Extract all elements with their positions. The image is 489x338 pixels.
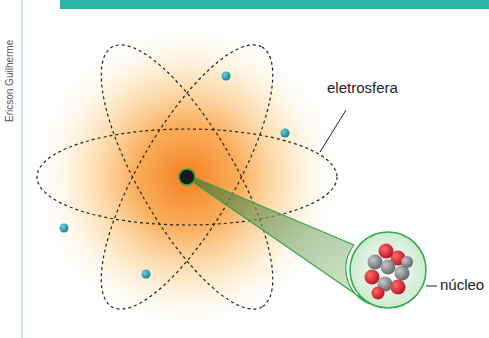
orbits xyxy=(37,23,337,331)
leader-line xyxy=(320,110,346,152)
part-label: núcleo xyxy=(440,277,484,294)
zoom-cone xyxy=(181,172,370,304)
zoom-circle xyxy=(350,232,426,308)
margin-rule xyxy=(22,0,23,338)
leader-line xyxy=(426,286,437,287)
nucleons xyxy=(365,244,414,300)
part-label: eletrosfera xyxy=(327,80,398,97)
electron-cloud xyxy=(37,27,337,327)
image-credit: Ericson Guilherme xyxy=(5,40,15,122)
nucleus-dot xyxy=(179,169,195,185)
header-band xyxy=(60,0,489,9)
electrons xyxy=(60,72,290,279)
